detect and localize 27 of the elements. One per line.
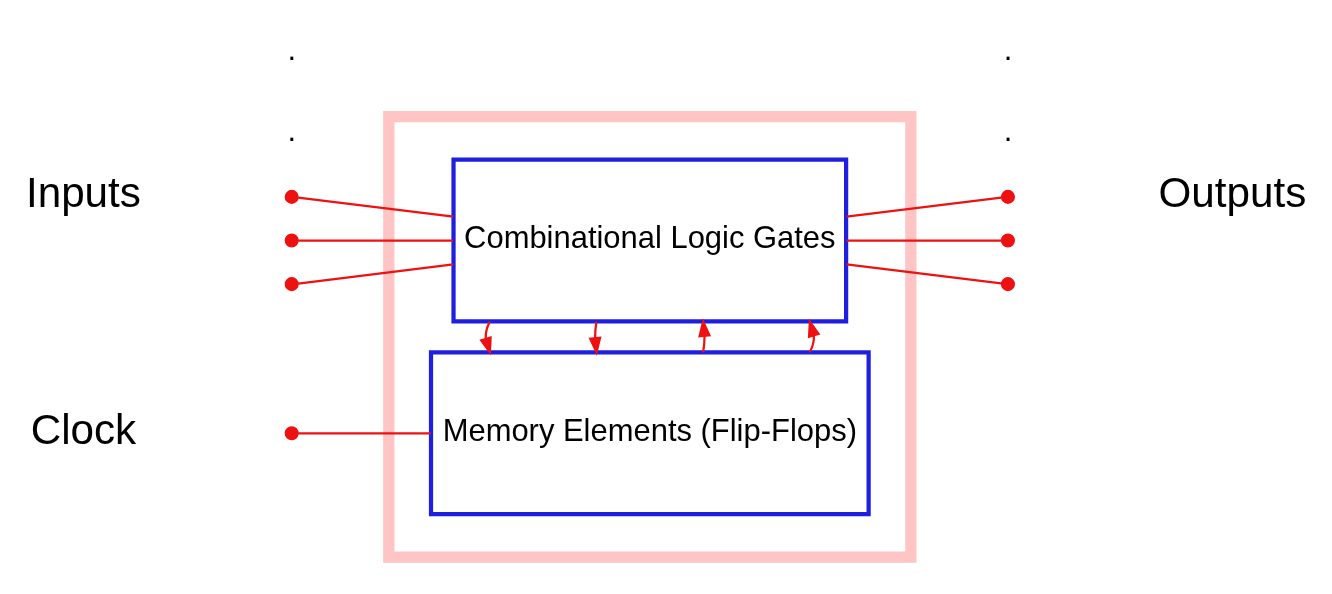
connector [846, 262, 1002, 285]
label: . [287, 31, 297, 67]
cluster [383, 110, 917, 563]
connector [298, 262, 454, 285]
connector [846, 238, 1002, 242]
label: Clock [30, 405, 137, 453]
label: . [1003, 112, 1013, 148]
label: Outputs [1158, 168, 1307, 216]
node-circle [284, 276, 299, 291]
arrow [807, 318, 821, 353]
node-box: Combinational Logic Gates [451, 157, 849, 324]
label: . [287, 112, 297, 148]
arrow [698, 317, 712, 353]
connector [298, 238, 454, 242]
connector [298, 195, 454, 218]
node-circle [1000, 276, 1015, 291]
connector [846, 195, 1002, 218]
label: . [1003, 31, 1013, 67]
label: Inputs [25, 168, 141, 216]
arrow [479, 320, 492, 356]
node-circle [284, 189, 299, 204]
node-box: Memory Elements (Flip-Flops) [428, 349, 871, 516]
node-circle [1000, 232, 1015, 248]
node-circle [284, 232, 299, 248]
connector [298, 431, 431, 434]
node-circle [284, 425, 299, 440]
node-circle [1000, 189, 1015, 204]
